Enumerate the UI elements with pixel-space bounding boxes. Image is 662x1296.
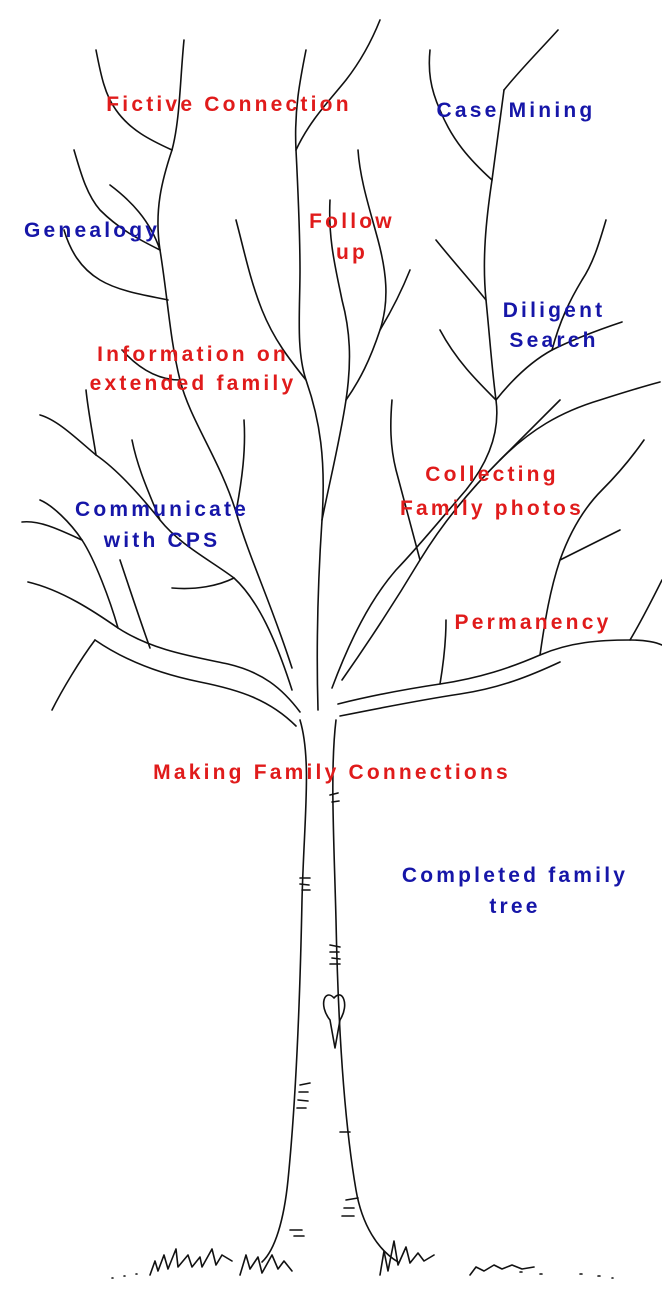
label-permanency: Permanency (454, 611, 612, 634)
heart-carving (322, 994, 346, 1049)
branch-right-upper (331, 89, 505, 689)
label-collecting-family-photos: Collecting Family photos (400, 463, 584, 520)
branch-left-secondary (95, 454, 293, 691)
branch-right-mid (341, 381, 661, 681)
label-fictive-connection: Fictive Connection (106, 93, 352, 116)
label-completed-family-tree: Completed family tree (401, 864, 629, 918)
label-follow-up: Follow up (309, 210, 395, 264)
branch-right-lower-under (339, 661, 561, 717)
ground-grass (149, 1240, 535, 1276)
label-diligent-search: Diligent Search (502, 299, 606, 352)
branch-left-upper (157, 39, 293, 669)
trunk-left-edge (261, 719, 308, 1263)
label-case-mining: Case Mining (436, 99, 596, 122)
label-communicate-with-cps: Communicate with CPS (74, 498, 250, 552)
bark-marks (289, 792, 359, 1237)
branch-right-lower (337, 639, 662, 705)
label-genealogy: Genealogy (24, 219, 161, 242)
branch-center (294, 49, 324, 711)
branch-left-main (27, 581, 301, 713)
trunk-right-edge (332, 719, 399, 1263)
label-information-extended-family: Information on extended family (89, 343, 297, 395)
label-making-family-connections: Making Family Connections (153, 761, 511, 784)
branch-left-main-under (94, 639, 297, 727)
ground-dots (111, 1271, 614, 1279)
